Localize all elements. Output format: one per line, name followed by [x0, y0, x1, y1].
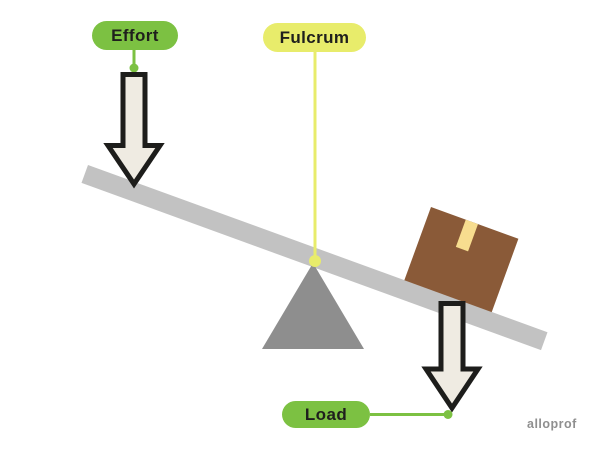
watermark: alloprof	[527, 417, 577, 431]
fulcrum-label-text: Fulcrum	[279, 27, 350, 47]
fulcrum-label-pill: Fulcrum	[263, 23, 366, 52]
fulcrum-triangle	[262, 263, 364, 349]
effort-label-pill: Effort	[92, 21, 178, 50]
effort-arrow	[103, 72, 165, 189]
effort-label-text: Effort	[111, 25, 159, 45]
effort-connector-dot	[129, 63, 139, 73]
load-label-pill: Load	[282, 401, 370, 428]
box-tape-strip	[455, 219, 478, 252]
load-connector-dot	[443, 410, 453, 419]
load-label-text: Load	[304, 404, 348, 424]
